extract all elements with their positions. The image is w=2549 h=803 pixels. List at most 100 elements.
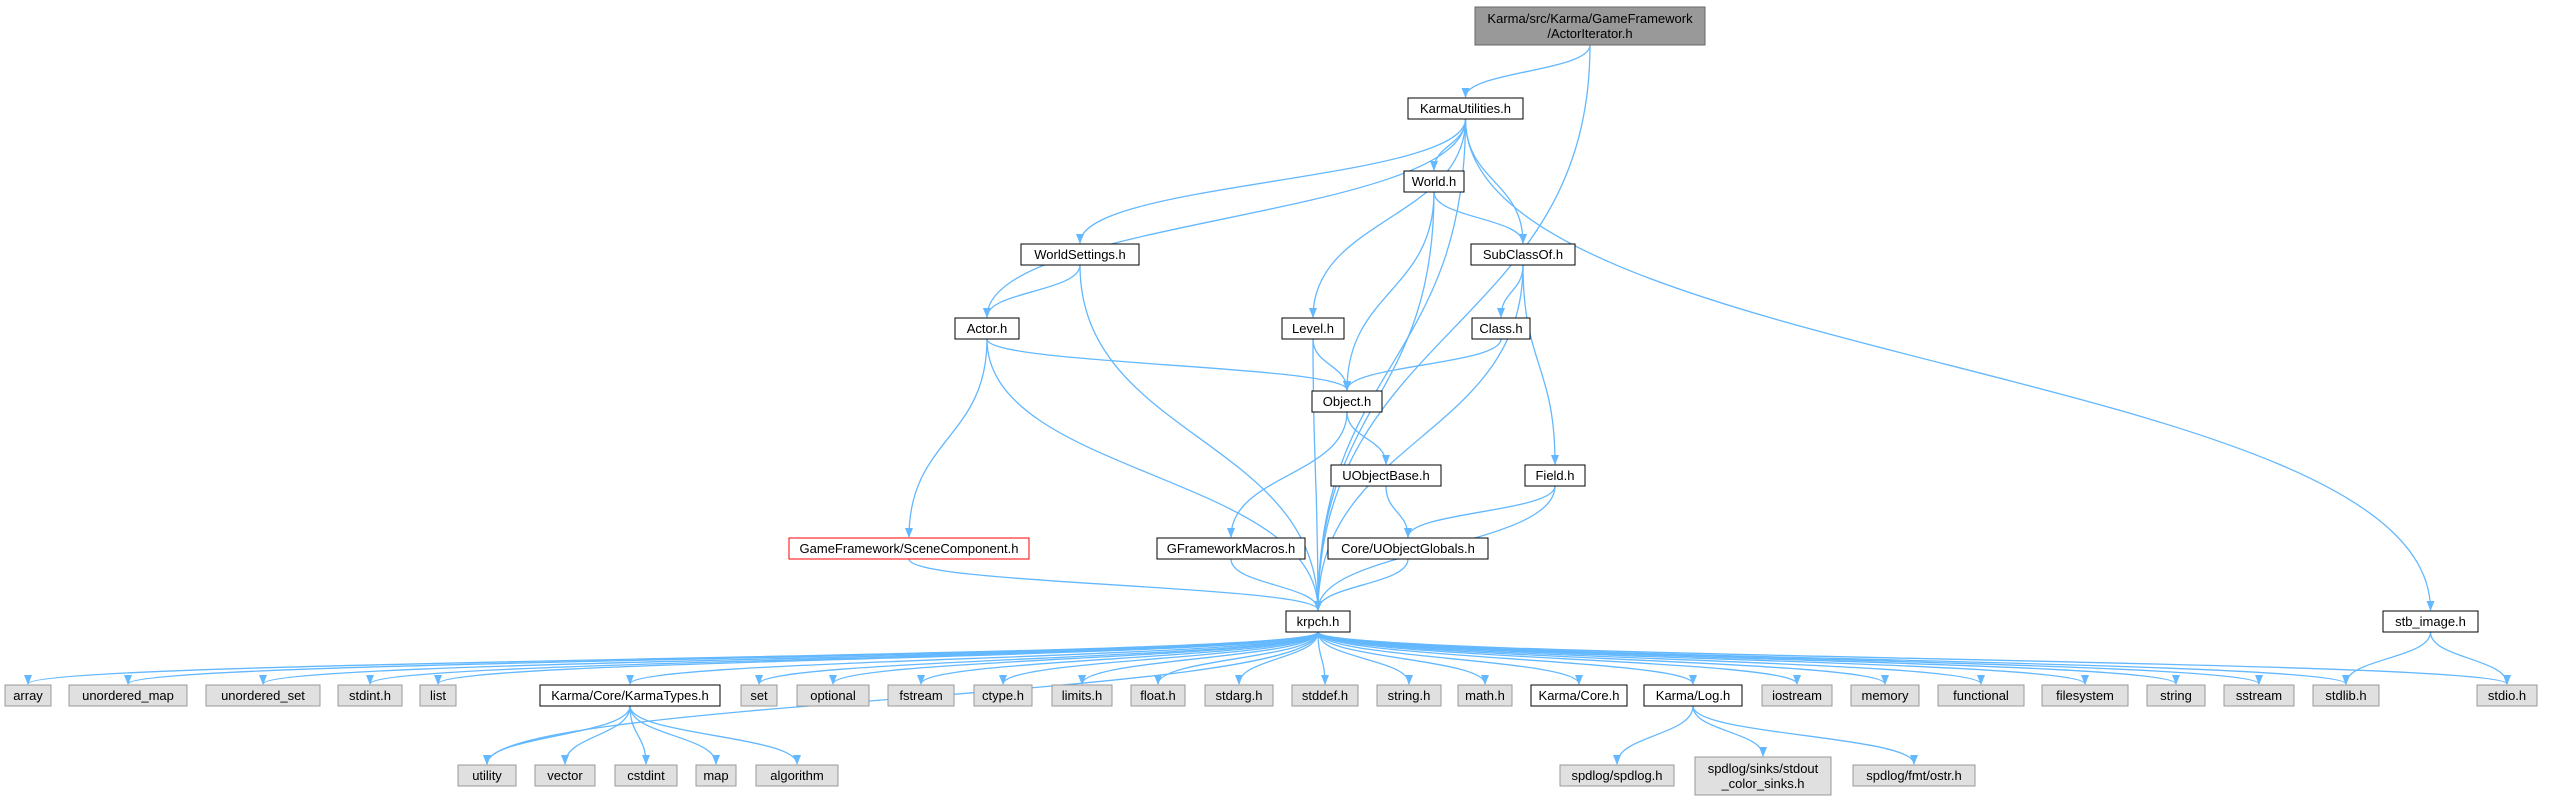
node-uset: unordered_set bbox=[205, 684, 321, 707]
node-box bbox=[1474, 6, 1706, 46]
edge-path bbox=[1235, 631, 1319, 685]
node-object[interactable]: Object.h bbox=[1311, 390, 1383, 413]
edge-krpch-to-fstream bbox=[917, 631, 1319, 685]
node-label: map bbox=[703, 768, 728, 783]
node-utility: utility bbox=[457, 764, 517, 787]
node-actor[interactable]: Actor.h bbox=[954, 317, 1020, 340]
node-subc[interactable]: SubClassOf.h bbox=[1470, 243, 1576, 266]
edge-krpch-to-iostream bbox=[1317, 631, 1801, 685]
edge-path bbox=[908, 558, 1322, 611]
node-filesystem: filesystem bbox=[2041, 684, 2129, 707]
node-world[interactable]: World.h bbox=[1403, 170, 1465, 193]
edge-path bbox=[1317, 631, 2263, 685]
edge-klog-to-spdlog bbox=[1613, 705, 1694, 765]
edge-path bbox=[755, 631, 1319, 685]
edge-path bbox=[1076, 118, 1467, 244]
node-label: Actor.h bbox=[967, 321, 1007, 336]
node-uob[interactable]: UObjectBase.h bbox=[1330, 464, 1442, 487]
node-map: map bbox=[695, 764, 737, 787]
edges-layer bbox=[24, 44, 2511, 765]
node-box bbox=[419, 684, 457, 707]
edge-path bbox=[626, 631, 1319, 685]
node-field[interactable]: Field.h bbox=[1524, 464, 1586, 487]
edge-actor-to-krpch bbox=[986, 338, 1322, 611]
node-stdint: stdint.h bbox=[337, 684, 403, 707]
edge-krpch-to-stdint bbox=[366, 631, 1319, 685]
node-label: _color_sinks.h bbox=[1720, 776, 1804, 791]
node-box bbox=[2312, 684, 2380, 707]
node-stdarg: stdarg.h bbox=[1204, 684, 1274, 707]
edge-path bbox=[1343, 191, 1435, 391]
node-scomp[interactable]: GameFramework/SceneComponent.h bbox=[788, 537, 1030, 560]
edge-krpch-to-limits bbox=[1078, 631, 1319, 685]
node-box bbox=[1281, 317, 1345, 340]
node-label: spdlog/sinks/stdout bbox=[1708, 761, 1819, 776]
node-stb[interactable]: stb_image.h bbox=[2382, 610, 2479, 633]
node-iostream: iostream bbox=[1761, 684, 1833, 707]
node-label: Karma/Core/KarmaTypes.h bbox=[551, 688, 709, 703]
node-kcore[interactable]: Karma/Core.h bbox=[1530, 684, 1628, 707]
node-box bbox=[887, 684, 955, 707]
node-box bbox=[614, 764, 678, 787]
edge-path bbox=[1317, 631, 2511, 685]
node-box bbox=[1530, 684, 1628, 707]
node-label: spdlog/fmt/ostr.h bbox=[1866, 768, 1961, 783]
node-box bbox=[1457, 684, 1513, 707]
edge-krpch-to-stddef bbox=[1317, 631, 1329, 685]
edge-ktypes-to-utility bbox=[483, 705, 631, 765]
node-stdio: stdio.h bbox=[2476, 684, 2538, 707]
edge-world-to-object bbox=[1343, 191, 1435, 391]
node-box bbox=[954, 317, 1020, 340]
node-box bbox=[1020, 243, 1140, 266]
node-label: stdint.h bbox=[349, 688, 391, 703]
edge-krpch-to-klog bbox=[1317, 631, 1697, 685]
node-klog[interactable]: Karma/Log.h bbox=[1643, 684, 1743, 707]
edge-path bbox=[1692, 705, 1918, 765]
node-sstream: sstream bbox=[2223, 684, 2295, 707]
node-label: SubClassOf.h bbox=[1483, 247, 1563, 262]
node-set: set bbox=[740, 684, 778, 707]
edge-object-to-gfm bbox=[1227, 411, 1348, 538]
edge-path bbox=[983, 264, 1081, 318]
node-box bbox=[2382, 610, 2479, 633]
edge-kutil-to-krpch bbox=[1314, 118, 1467, 611]
edge-path bbox=[1314, 558, 1409, 611]
edge-kutil-to-subc bbox=[1464, 118, 1527, 244]
edge-path bbox=[483, 705, 631, 765]
edge-path bbox=[1227, 411, 1348, 538]
node-box bbox=[1311, 390, 1383, 413]
node-umap: unordered_map bbox=[68, 684, 188, 707]
edge-path bbox=[829, 631, 1319, 685]
node-root[interactable]: Karma/src/Karma/GameFramework/ActorItera… bbox=[1474, 6, 1706, 46]
edge-krpch-to-optional bbox=[829, 631, 1319, 685]
node-label: ctype.h bbox=[982, 688, 1024, 703]
node-box bbox=[1937, 684, 2025, 707]
edge-classh-to-object bbox=[1343, 338, 1502, 391]
node-ktypes[interactable]: Karma/Core/KarmaTypes.h bbox=[539, 684, 721, 707]
node-limits: limits.h bbox=[1051, 684, 1113, 707]
edge-path bbox=[2342, 631, 2432, 685]
node-coreuog[interactable]: Core/UObjectGlobals.h bbox=[1327, 537, 1489, 560]
edge-path bbox=[1317, 631, 1489, 685]
node-label: stb_image.h bbox=[2395, 614, 2466, 629]
node-classh[interactable]: Class.h bbox=[1471, 317, 1531, 340]
edge-krpch-to-math bbox=[1317, 631, 1489, 685]
edge-path bbox=[1346, 411, 1390, 465]
edge-path bbox=[999, 631, 1319, 685]
node-kutil[interactable]: KarmaUtilities.h bbox=[1407, 97, 1524, 120]
node-box bbox=[68, 684, 188, 707]
node-krpch[interactable]: krpch.h bbox=[1285, 610, 1351, 633]
node-label: krpch.h bbox=[1297, 614, 1340, 629]
node-ctype: ctype.h bbox=[973, 684, 1033, 707]
node-box bbox=[1403, 170, 1465, 193]
node-gfm[interactable]: GFrameworkMacros.h bbox=[1156, 537, 1306, 560]
node-label: unordered_set bbox=[221, 688, 305, 703]
edge-path bbox=[1433, 191, 1527, 244]
node-sinks: spdlog/sinks/stdout_color_sinks.h bbox=[1694, 756, 1832, 796]
node-box bbox=[539, 684, 721, 707]
node-box bbox=[1130, 684, 1186, 707]
node-label: algorithm bbox=[770, 768, 823, 783]
node-wset[interactable]: WorldSettings.h bbox=[1020, 243, 1140, 266]
edge-path bbox=[1314, 118, 1467, 611]
node-level[interactable]: Level.h bbox=[1281, 317, 1345, 340]
